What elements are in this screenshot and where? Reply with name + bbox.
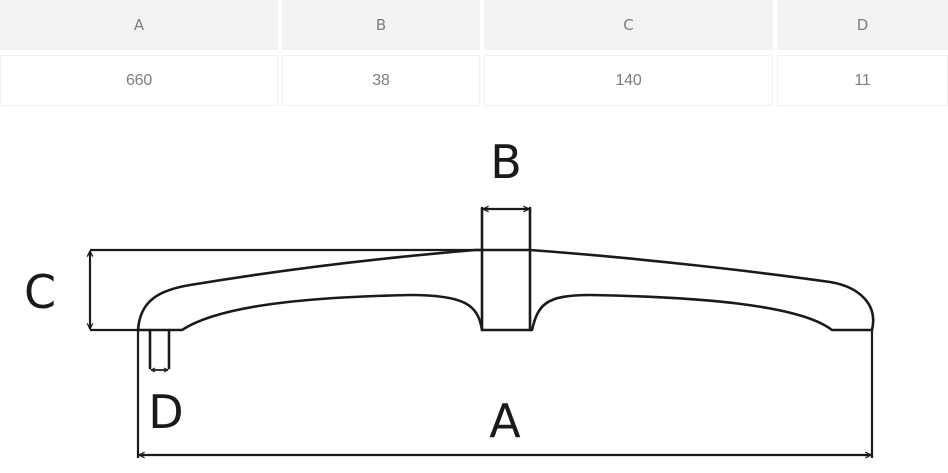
header-cell-b: B <box>282 0 480 50</box>
value-cell-c: 140 <box>484 55 773 106</box>
header-cell-c: C <box>484 0 773 50</box>
dimensions-table: A B C D 660 38 140 11 <box>0 0 948 106</box>
screw-post <box>148 328 171 370</box>
header-cell-d: D <box>777 0 948 50</box>
header-cell-a: A <box>0 0 278 50</box>
label-b: B <box>490 135 522 189</box>
value-cell-d: 11 <box>777 55 948 106</box>
value-cell-a: 660 <box>0 55 278 106</box>
handle-outline <box>136 248 875 332</box>
label-d: D <box>148 385 183 439</box>
label-a: A <box>489 394 521 448</box>
label-c: C <box>24 265 56 319</box>
value-cell-b: 38 <box>282 55 480 106</box>
